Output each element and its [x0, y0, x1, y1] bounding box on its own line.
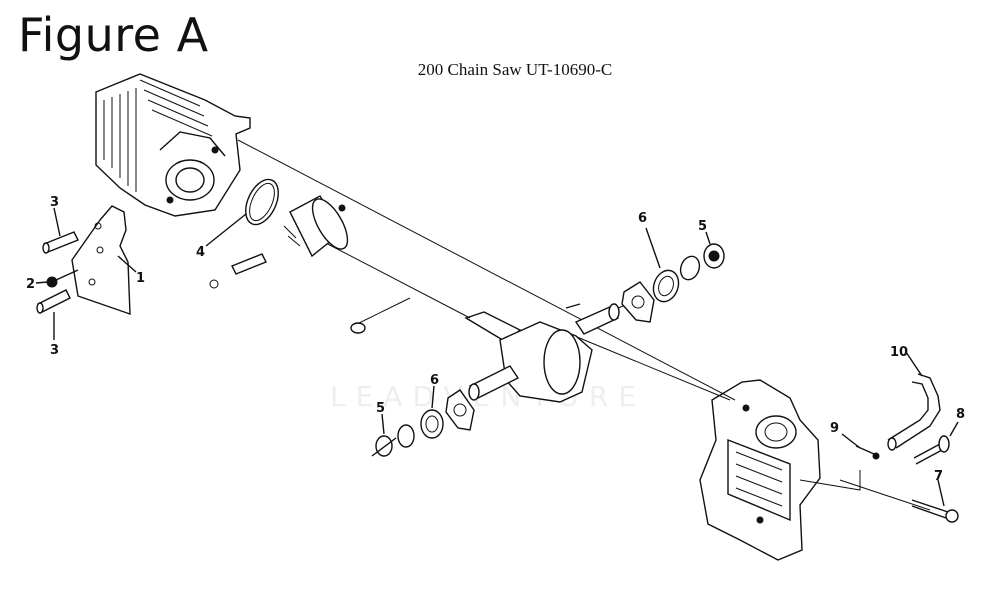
crankshaft [464, 303, 620, 403]
pin-upper [42, 231, 79, 254]
callout-5-right: 5 [698, 219, 707, 234]
callout-6-left: 6 [430, 373, 439, 388]
pin-right [565, 303, 581, 309]
pin-lower [36, 289, 71, 314]
bolt-8 [913, 435, 950, 465]
callout-1: 1 [136, 271, 145, 286]
crankcase [699, 379, 861, 561]
seal-right [703, 243, 725, 269]
muffler-plate [71, 205, 131, 315]
callout-8: 8 [956, 407, 965, 422]
callout-5-left: 5 [376, 401, 385, 416]
circlip [209, 279, 219, 289]
callout-4: 4 [196, 245, 205, 260]
bearing-right [652, 269, 680, 303]
leader-lines [35, 207, 959, 507]
bolt-7 [911, 499, 959, 523]
diagram-title: 200 Chain Saw UT-10690-C [417, 60, 613, 79]
callout-3-upper: 3 [50, 195, 59, 210]
cylinder [95, 73, 251, 217]
callout-6-right: 6 [638, 211, 647, 226]
callout-7: 7 [934, 469, 943, 484]
callout-2: 2 [26, 277, 35, 292]
callouts: 1 2 3 3 4 5 5 6 6 7 8 9 10 [26, 195, 965, 484]
callout-9: 9 [830, 421, 839, 436]
seal-plate-left [445, 389, 475, 431]
piston [283, 195, 349, 258]
piston-pin [231, 253, 267, 275]
figure-label: Figure A [18, 8, 209, 62]
bearing-small [350, 322, 366, 334]
seal-left [371, 435, 397, 457]
snap-ring-left [397, 424, 415, 448]
snap-ring-right [679, 255, 701, 281]
bearing-left [420, 409, 444, 439]
screw-small [46, 269, 79, 288]
seal-plate-right [621, 281, 655, 323]
callout-3-lower: 3 [50, 343, 59, 358]
fuel-line [887, 373, 941, 451]
piston-ring [245, 178, 279, 226]
callout-10: 10 [890, 345, 908, 360]
